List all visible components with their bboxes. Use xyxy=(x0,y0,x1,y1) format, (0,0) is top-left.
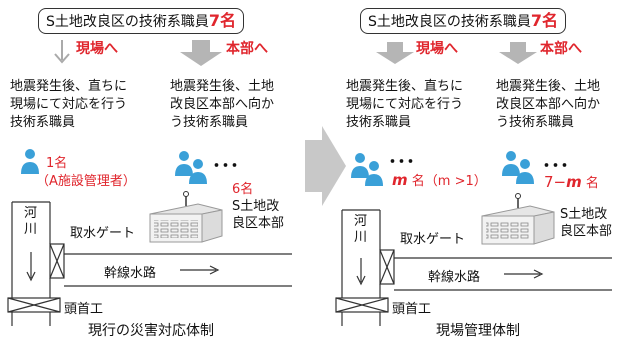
hq-building-label-right: S土地改 良区本部 xyxy=(560,207,613,239)
person-icons-right-site xyxy=(351,153,383,186)
hq-staff-var: m xyxy=(566,173,582,191)
headworks-right xyxy=(335,297,389,326)
staff-total-count: 7名 xyxy=(208,11,237,30)
hq-staff-unit: 名 xyxy=(581,176,599,191)
to-hq-label-left: 本部へ xyxy=(226,41,268,57)
hq-staff-count-left: 6名 xyxy=(232,182,254,197)
intake-gate-label-right: 取水ゲート xyxy=(400,232,466,247)
hq-staff-count-right: 7−m 名 xyxy=(544,172,599,191)
site-staff-unit: 名 xyxy=(407,174,425,189)
river-channel-right xyxy=(341,209,381,298)
person-icons-left-hq xyxy=(175,151,207,184)
site-staff-cond: （m >1） xyxy=(424,174,487,189)
main-canal-label-right: 幹線水路 xyxy=(428,270,481,285)
main-canal-label-left: 幹線水路 xyxy=(104,266,157,281)
transition-arrow xyxy=(305,126,346,206)
site-arrow-thin-left xyxy=(54,40,70,64)
river-channel-left xyxy=(11,201,51,298)
current-system-caption: 現行の災害対応体制 xyxy=(88,323,214,339)
river-label-left: 河 川 xyxy=(24,206,38,237)
hq-staff-dots-left: ･･･ xyxy=(212,156,239,177)
main-canal-left xyxy=(64,253,292,287)
hq-staff-description-right: 地震発生後、土地 改良区本部へ向か う技術系職員 xyxy=(496,79,601,130)
person-icon-left-site xyxy=(21,149,39,174)
staff-total-box-left: S土地改良区の技術系職員7名 xyxy=(38,8,244,34)
staff-total-count: 7名 xyxy=(530,11,559,30)
river-label-right: 河 川 xyxy=(354,214,368,245)
site-staff-description-right: 地震発生後、直ちに 現場にて対応を行う 技術系職員 xyxy=(346,79,464,130)
hq-arrow-thick-left xyxy=(180,40,222,66)
person-icons-right-hq xyxy=(502,151,534,184)
site-staff-dots-right: ･･･ xyxy=(388,152,415,173)
hq-building-right xyxy=(481,193,555,245)
hq-building-left xyxy=(149,191,223,243)
headworks-label-left: 頭首工 xyxy=(64,302,104,317)
staff-total-label: S土地改良区の技術系職員 xyxy=(367,14,531,30)
staff-total-box-right: S土地改良区の技術系職員7名 xyxy=(360,8,566,34)
to-hq-label-right: 本部へ xyxy=(540,41,582,57)
site-management-caption: 現場管理体制 xyxy=(436,323,520,339)
site-arrow-thick-right xyxy=(376,42,414,64)
to-site-label-left: 現場へ xyxy=(76,41,118,57)
headworks-left xyxy=(7,297,61,326)
site-staff-count-right: m 名（m >1） xyxy=(392,170,487,189)
site-staff-count-left: 1名 xyxy=(46,156,68,171)
hq-arrow-thick-right xyxy=(499,42,537,64)
intake-gate-label-left: 取水ゲート xyxy=(70,226,136,241)
intake-gate-left xyxy=(49,243,65,279)
intake-gate-right xyxy=(379,249,395,285)
hq-staff-num: 7− xyxy=(544,173,567,191)
site-staff-note-left: （A施設管理者） xyxy=(36,174,136,189)
site-staff-var: m xyxy=(392,171,408,189)
hq-staff-description-left: 地震発生後、土地 改良区本部へ向か う技術系職員 xyxy=(170,79,275,130)
to-site-label-right: 現場へ xyxy=(416,41,458,57)
headworks-label-right: 頭首工 xyxy=(392,302,432,317)
main-canal-right xyxy=(394,257,612,291)
site-staff-description-left: 地震発生後、直ちに 現場にて対応を行う 技術系職員 xyxy=(10,79,128,130)
hq-staff-dots-right: ･･･ xyxy=(542,156,569,177)
hq-building-label-left: S土地改 良区本部 xyxy=(232,199,285,231)
staff-total-label: S土地改良区の技術系職員 xyxy=(45,14,209,30)
